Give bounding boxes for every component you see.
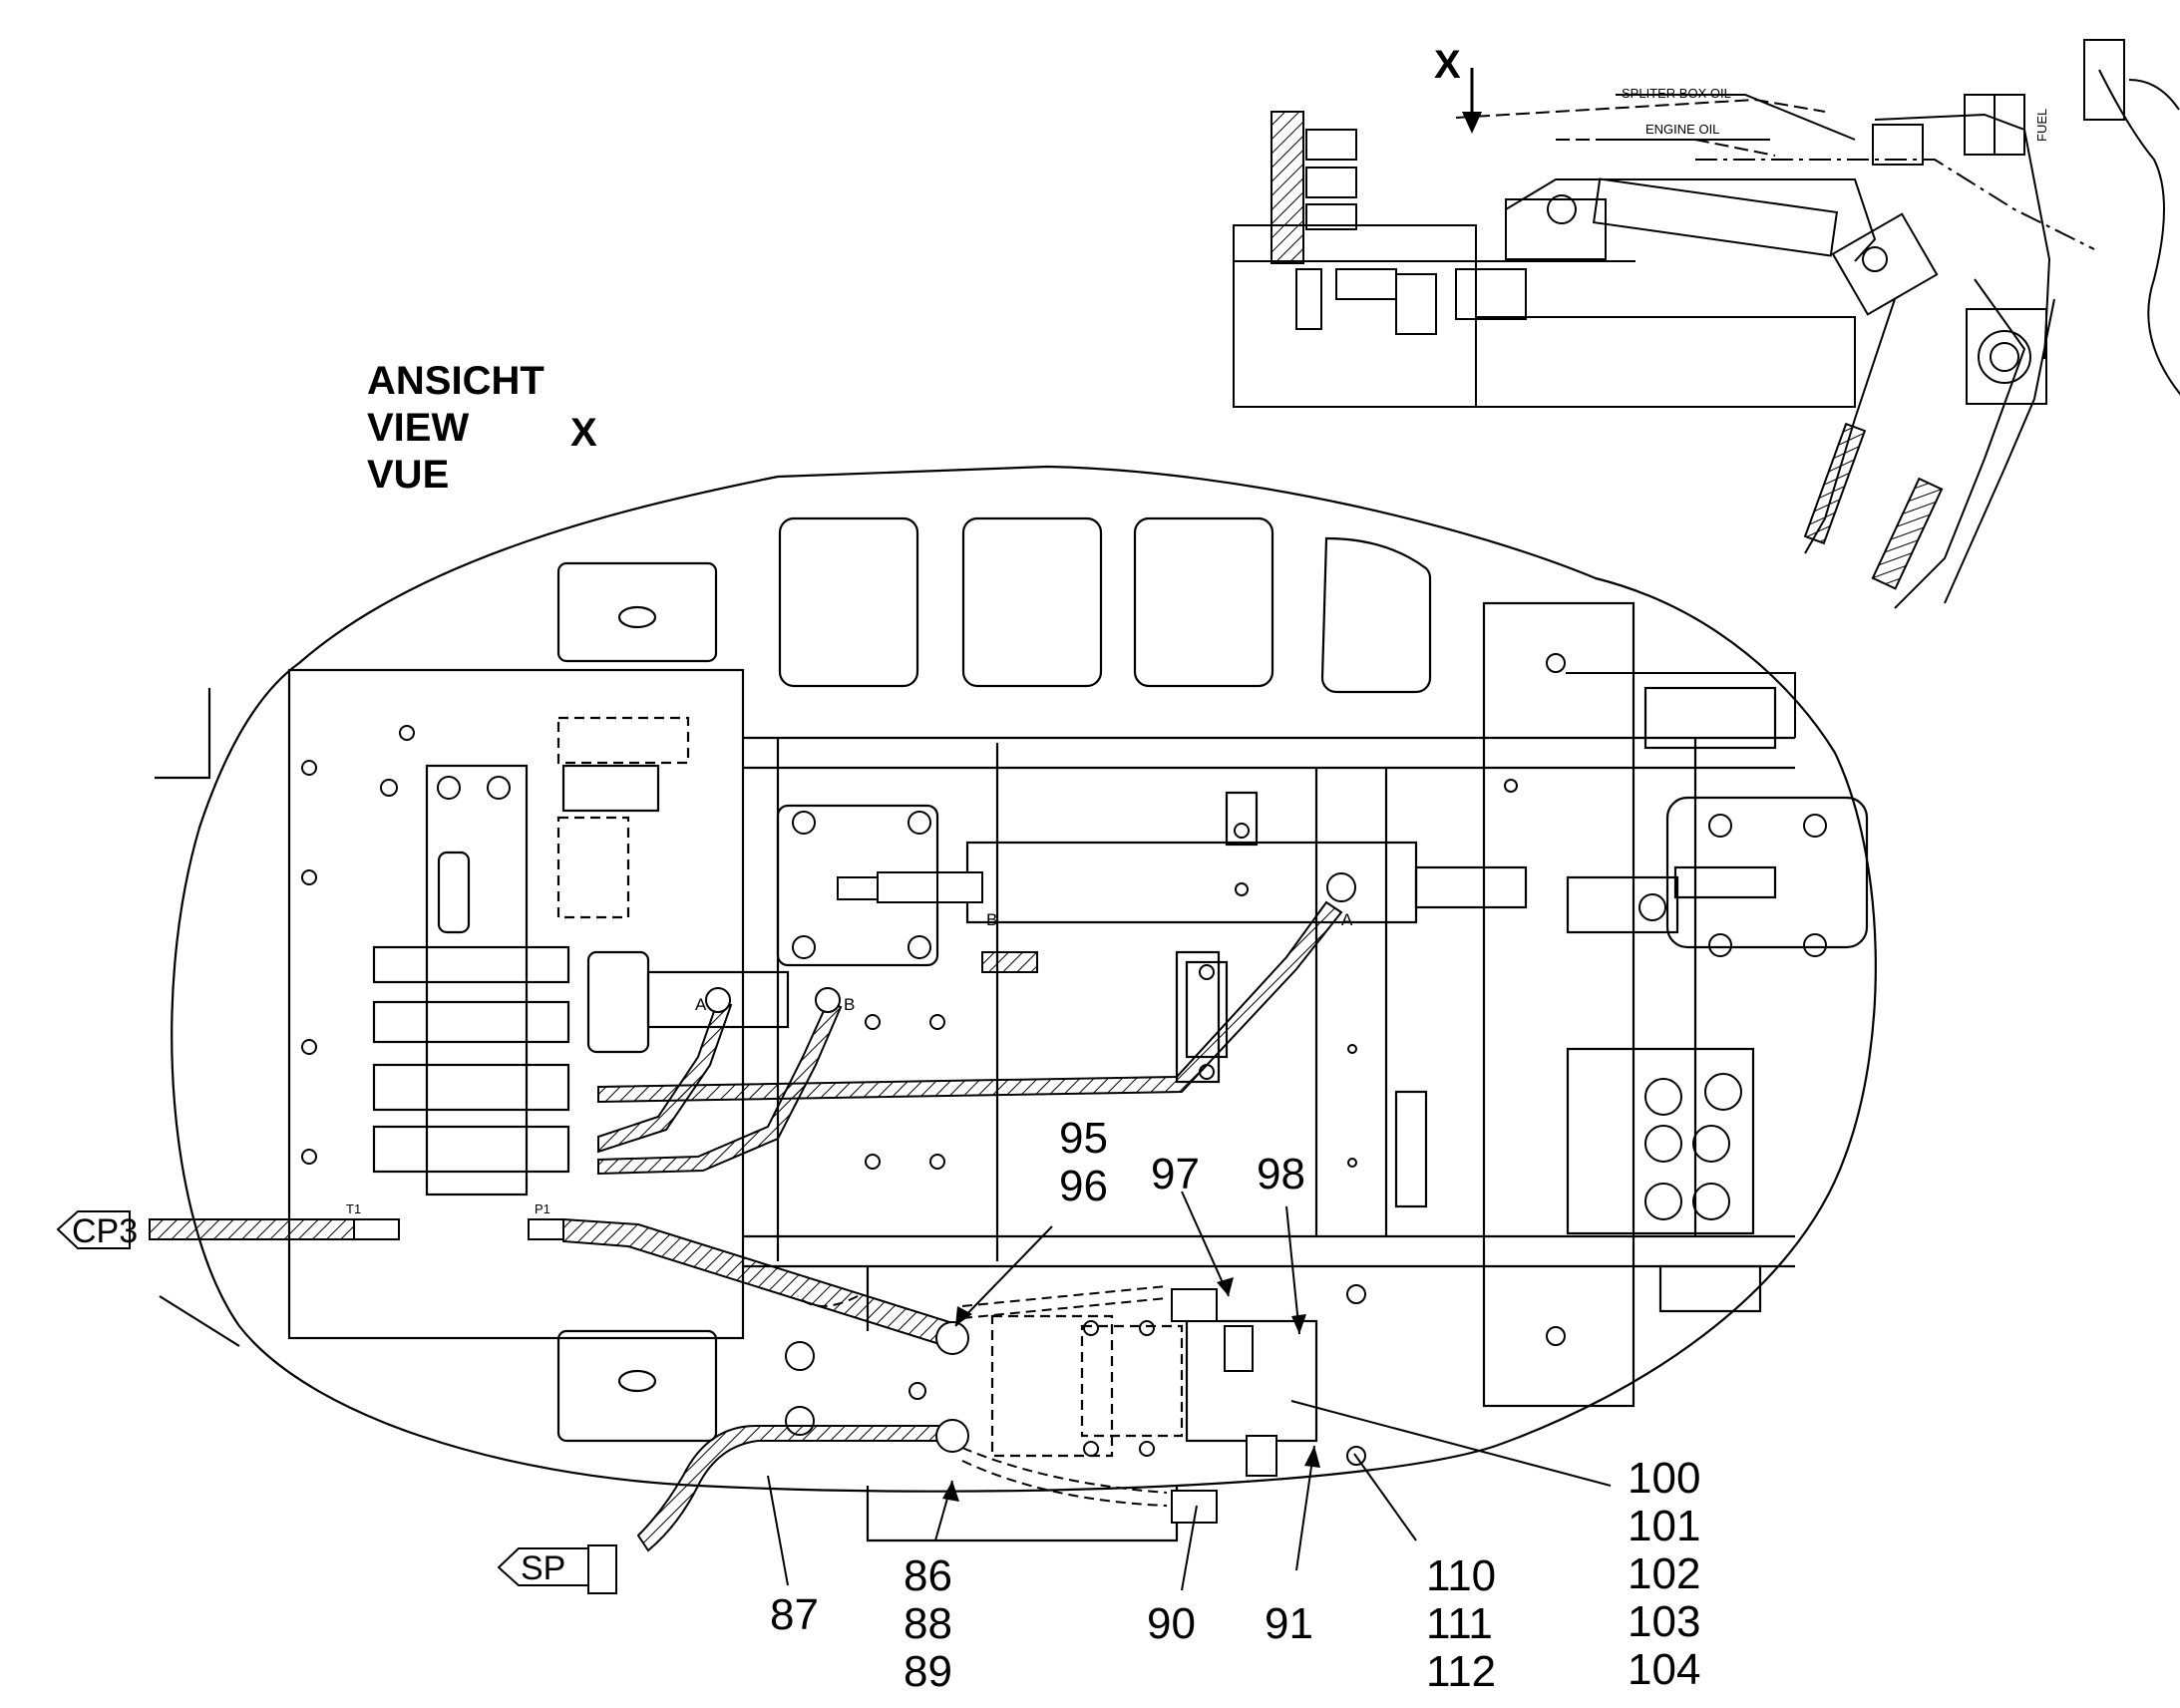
callout-96: 96 <box>1059 1162 1108 1210</box>
view-title-fr: VUE <box>367 453 449 497</box>
cylinder-port-a: A <box>1341 910 1353 929</box>
sp-connector-tag <box>497 1547 589 1586</box>
port-p1: P1 <box>535 1201 550 1216</box>
cylinder-port-b: B <box>986 910 997 929</box>
callout-104: 104 <box>1628 1645 1700 1694</box>
hose-fittings <box>353 871 1356 1594</box>
view-title-de: ANSICHT <box>367 359 545 403</box>
hydraulic-hoses <box>149 900 1343 1552</box>
view-title-en: VIEW <box>367 406 469 450</box>
callout-arrowheads <box>942 1277 1320 1502</box>
callout-86: 86 <box>904 1551 952 1600</box>
callout-88: 88 <box>904 1599 952 1648</box>
callout-91: 91 <box>1265 1599 1313 1648</box>
frame-rail <box>1566 672 1796 738</box>
callout-97: 97 <box>1151 1150 1200 1198</box>
port-t1: T1 <box>346 1201 361 1216</box>
spliter-box-oil-label: SPLITER BOX OIL <box>1622 86 1731 101</box>
sp-connector-label: SP <box>521 1549 565 1587</box>
callout-112: 112 <box>1426 1647 1496 1696</box>
callout-101: 101 <box>1628 1502 1700 1550</box>
view-marker: X <box>570 411 597 455</box>
view-direction-arrow <box>1462 112 1482 134</box>
valve-port-a: A <box>695 995 707 1014</box>
callout-95: 95 <box>1059 1114 1108 1163</box>
callout-90: 90 <box>1147 1599 1196 1648</box>
chassis-outline <box>155 465 1877 1542</box>
callout-110: 110 <box>1426 1551 1496 1600</box>
inset-view-marker: X <box>1434 43 1461 87</box>
cp3-connector-tag <box>56 1210 131 1249</box>
callout-98: 98 <box>1257 1150 1305 1198</box>
cp3-connector-label: CP3 <box>72 1212 138 1250</box>
fuel-label: FUEL <box>2034 109 2049 142</box>
callout-111: 111 <box>1426 1599 1493 1648</box>
callout-leaders <box>767 1191 1612 1591</box>
valve-port-b: B <box>844 995 855 1014</box>
callout-103: 103 <box>1628 1597 1700 1646</box>
inset-side-view <box>1233 39 2180 609</box>
engine-oil-label: ENGINE OIL <box>1645 122 1719 137</box>
bolt-holes <box>301 653 1827 1466</box>
callout-89: 89 <box>904 1647 952 1696</box>
callout-102: 102 <box>1628 1549 1700 1598</box>
callout-87: 87 <box>770 1590 819 1639</box>
callout-100: 100 <box>1628 1454 1700 1503</box>
